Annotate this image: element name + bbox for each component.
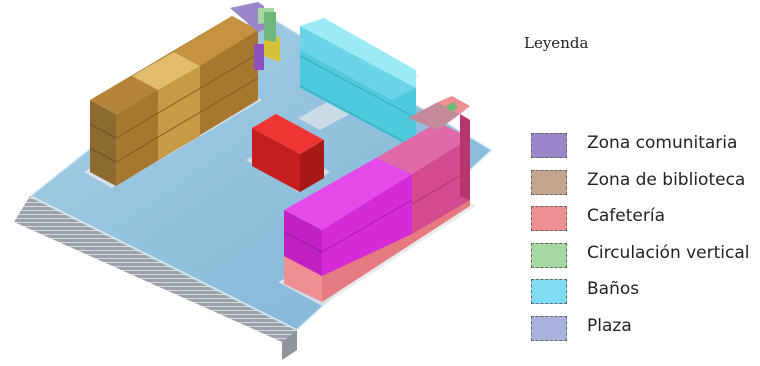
legend-swatch-zona-comunitaria <box>531 133 567 158</box>
legend-label: Plaza <box>587 315 632 336</box>
legend-swatch-circulacion-vertical <box>531 242 567 268</box>
legend-label: Zona de biblioteca <box>587 169 746 190</box>
legend-label: Zona comunitaria <box>587 133 738 153</box>
legend-label: Baños <box>587 279 640 299</box>
legend-title: Leyenda <box>524 34 589 52</box>
massing-diagram <box>14 2 494 360</box>
legend-swatch-zona-biblioteca <box>531 169 567 195</box>
legend-label: Cafetería <box>587 206 665 226</box>
legend-swatch-plaza <box>531 315 567 341</box>
left-building <box>84 2 280 188</box>
legend-label: Circulación vertical <box>587 242 750 263</box>
legend-swatch-cafeteria <box>531 206 567 231</box>
cafeteria-building <box>246 114 330 192</box>
banos-building <box>298 18 420 150</box>
front-right-building <box>278 96 476 306</box>
legend-swatch-banos <box>531 279 567 304</box>
